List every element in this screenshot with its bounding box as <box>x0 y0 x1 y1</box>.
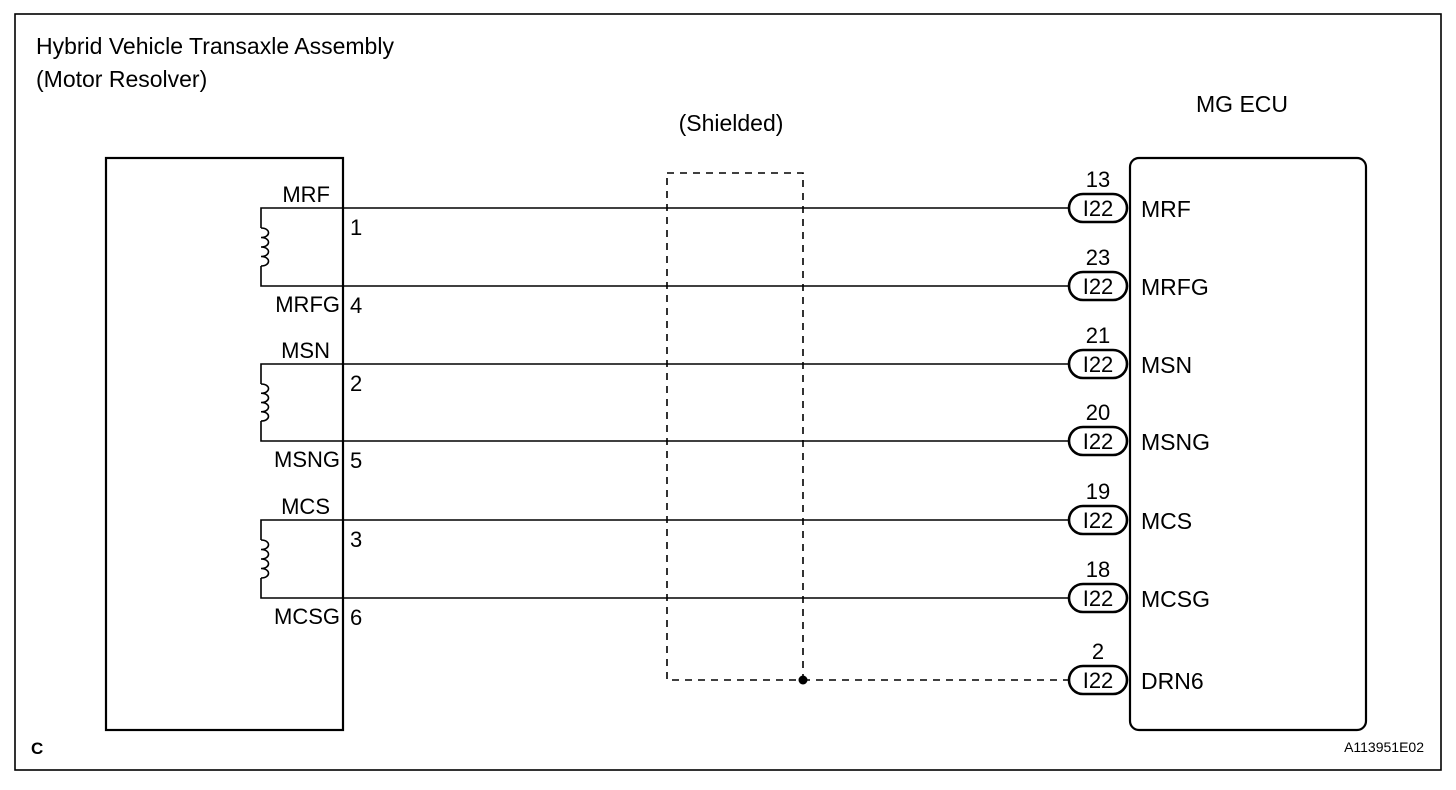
coil-top-pin: 3 <box>350 527 362 552</box>
connector-oval <box>1067 504 1129 536</box>
coil-bottom-signal: MRFG <box>275 292 340 317</box>
diagram-frame <box>14 13 1442 771</box>
coil-top-signal: MSN <box>281 338 330 363</box>
connector-code: I22 <box>1083 274 1114 299</box>
coil-bottom-pin: 4 <box>350 293 362 318</box>
coil-winding <box>260 227 270 267</box>
connector-oval <box>1067 348 1129 380</box>
corner-letter: C <box>31 739 43 758</box>
coil-winding <box>260 383 270 422</box>
connector-oval <box>1067 582 1129 614</box>
right-component-title: MG ECU <box>1196 91 1288 117</box>
connector-code: I22 <box>1083 586 1114 611</box>
connector-oval <box>1067 270 1129 302</box>
connector-code: I22 <box>1083 352 1114 377</box>
terminal-signal-name: DRN6 <box>1141 668 1204 694</box>
coil-top-signal: MRF <box>282 182 330 207</box>
coil-top-pin: 2 <box>350 371 362 396</box>
coil-bottom-signal: MCSG <box>274 604 340 629</box>
connector-code: I22 <box>1083 196 1114 221</box>
connector-oval <box>1067 192 1129 224</box>
left-component-title-line1: Hybrid Vehicle Transaxle Assembly <box>36 33 394 59</box>
coil-top-pin: 1 <box>350 215 362 240</box>
motor-resolver-box <box>104 156 345 732</box>
figure-code: A113951E02 <box>1344 739 1424 755</box>
connector-oval <box>1067 425 1129 457</box>
terminal-pin-number: 2 <box>1092 639 1104 664</box>
terminal-pin-number: 13 <box>1086 167 1110 192</box>
connector-code: I22 <box>1083 508 1114 533</box>
mg-ecu-box <box>1128 156 1368 732</box>
coil-lead <box>260 266 343 287</box>
coil-lead <box>260 207 343 228</box>
terminal-signal-name: MSN <box>1141 352 1192 378</box>
shield-outline <box>666 172 804 681</box>
harness-wires <box>343 207 1068 599</box>
terminal-pin-number: 21 <box>1086 323 1110 348</box>
coil-lead <box>260 519 343 540</box>
terminal-signal-name: MRFG <box>1141 274 1209 300</box>
terminal-pin-number: 19 <box>1086 479 1110 504</box>
coil-lead <box>260 421 343 442</box>
connector-code: I22 <box>1083 429 1114 454</box>
terminal-pin-number: 18 <box>1086 557 1110 582</box>
terminal-signal-name: MSNG <box>1141 429 1210 455</box>
shield-label: (Shielded) <box>679 110 784 136</box>
coil-bottom-pin: 6 <box>350 605 362 630</box>
terminal-signal-name: MRF <box>1141 196 1191 222</box>
terminal-signal-name: MCS <box>1141 508 1192 534</box>
coil-winding <box>260 539 270 579</box>
coil-top-signal: MCS <box>281 494 330 519</box>
terminal-signal-name: MCSG <box>1141 586 1210 612</box>
coil-bottom-pin: 5 <box>350 448 362 473</box>
coil-lead <box>260 363 343 384</box>
connector-oval <box>1067 664 1129 696</box>
shield-junction-dot <box>798 675 808 685</box>
terminal-pin-number: 20 <box>1086 400 1110 425</box>
left-component-title-line2: (Motor Resolver) <box>36 66 207 92</box>
coil-lead <box>260 578 343 599</box>
terminal-pin-number: 23 <box>1086 245 1110 270</box>
coil-bottom-signal: MSNG <box>274 447 340 472</box>
connector-code: I22 <box>1083 668 1114 693</box>
